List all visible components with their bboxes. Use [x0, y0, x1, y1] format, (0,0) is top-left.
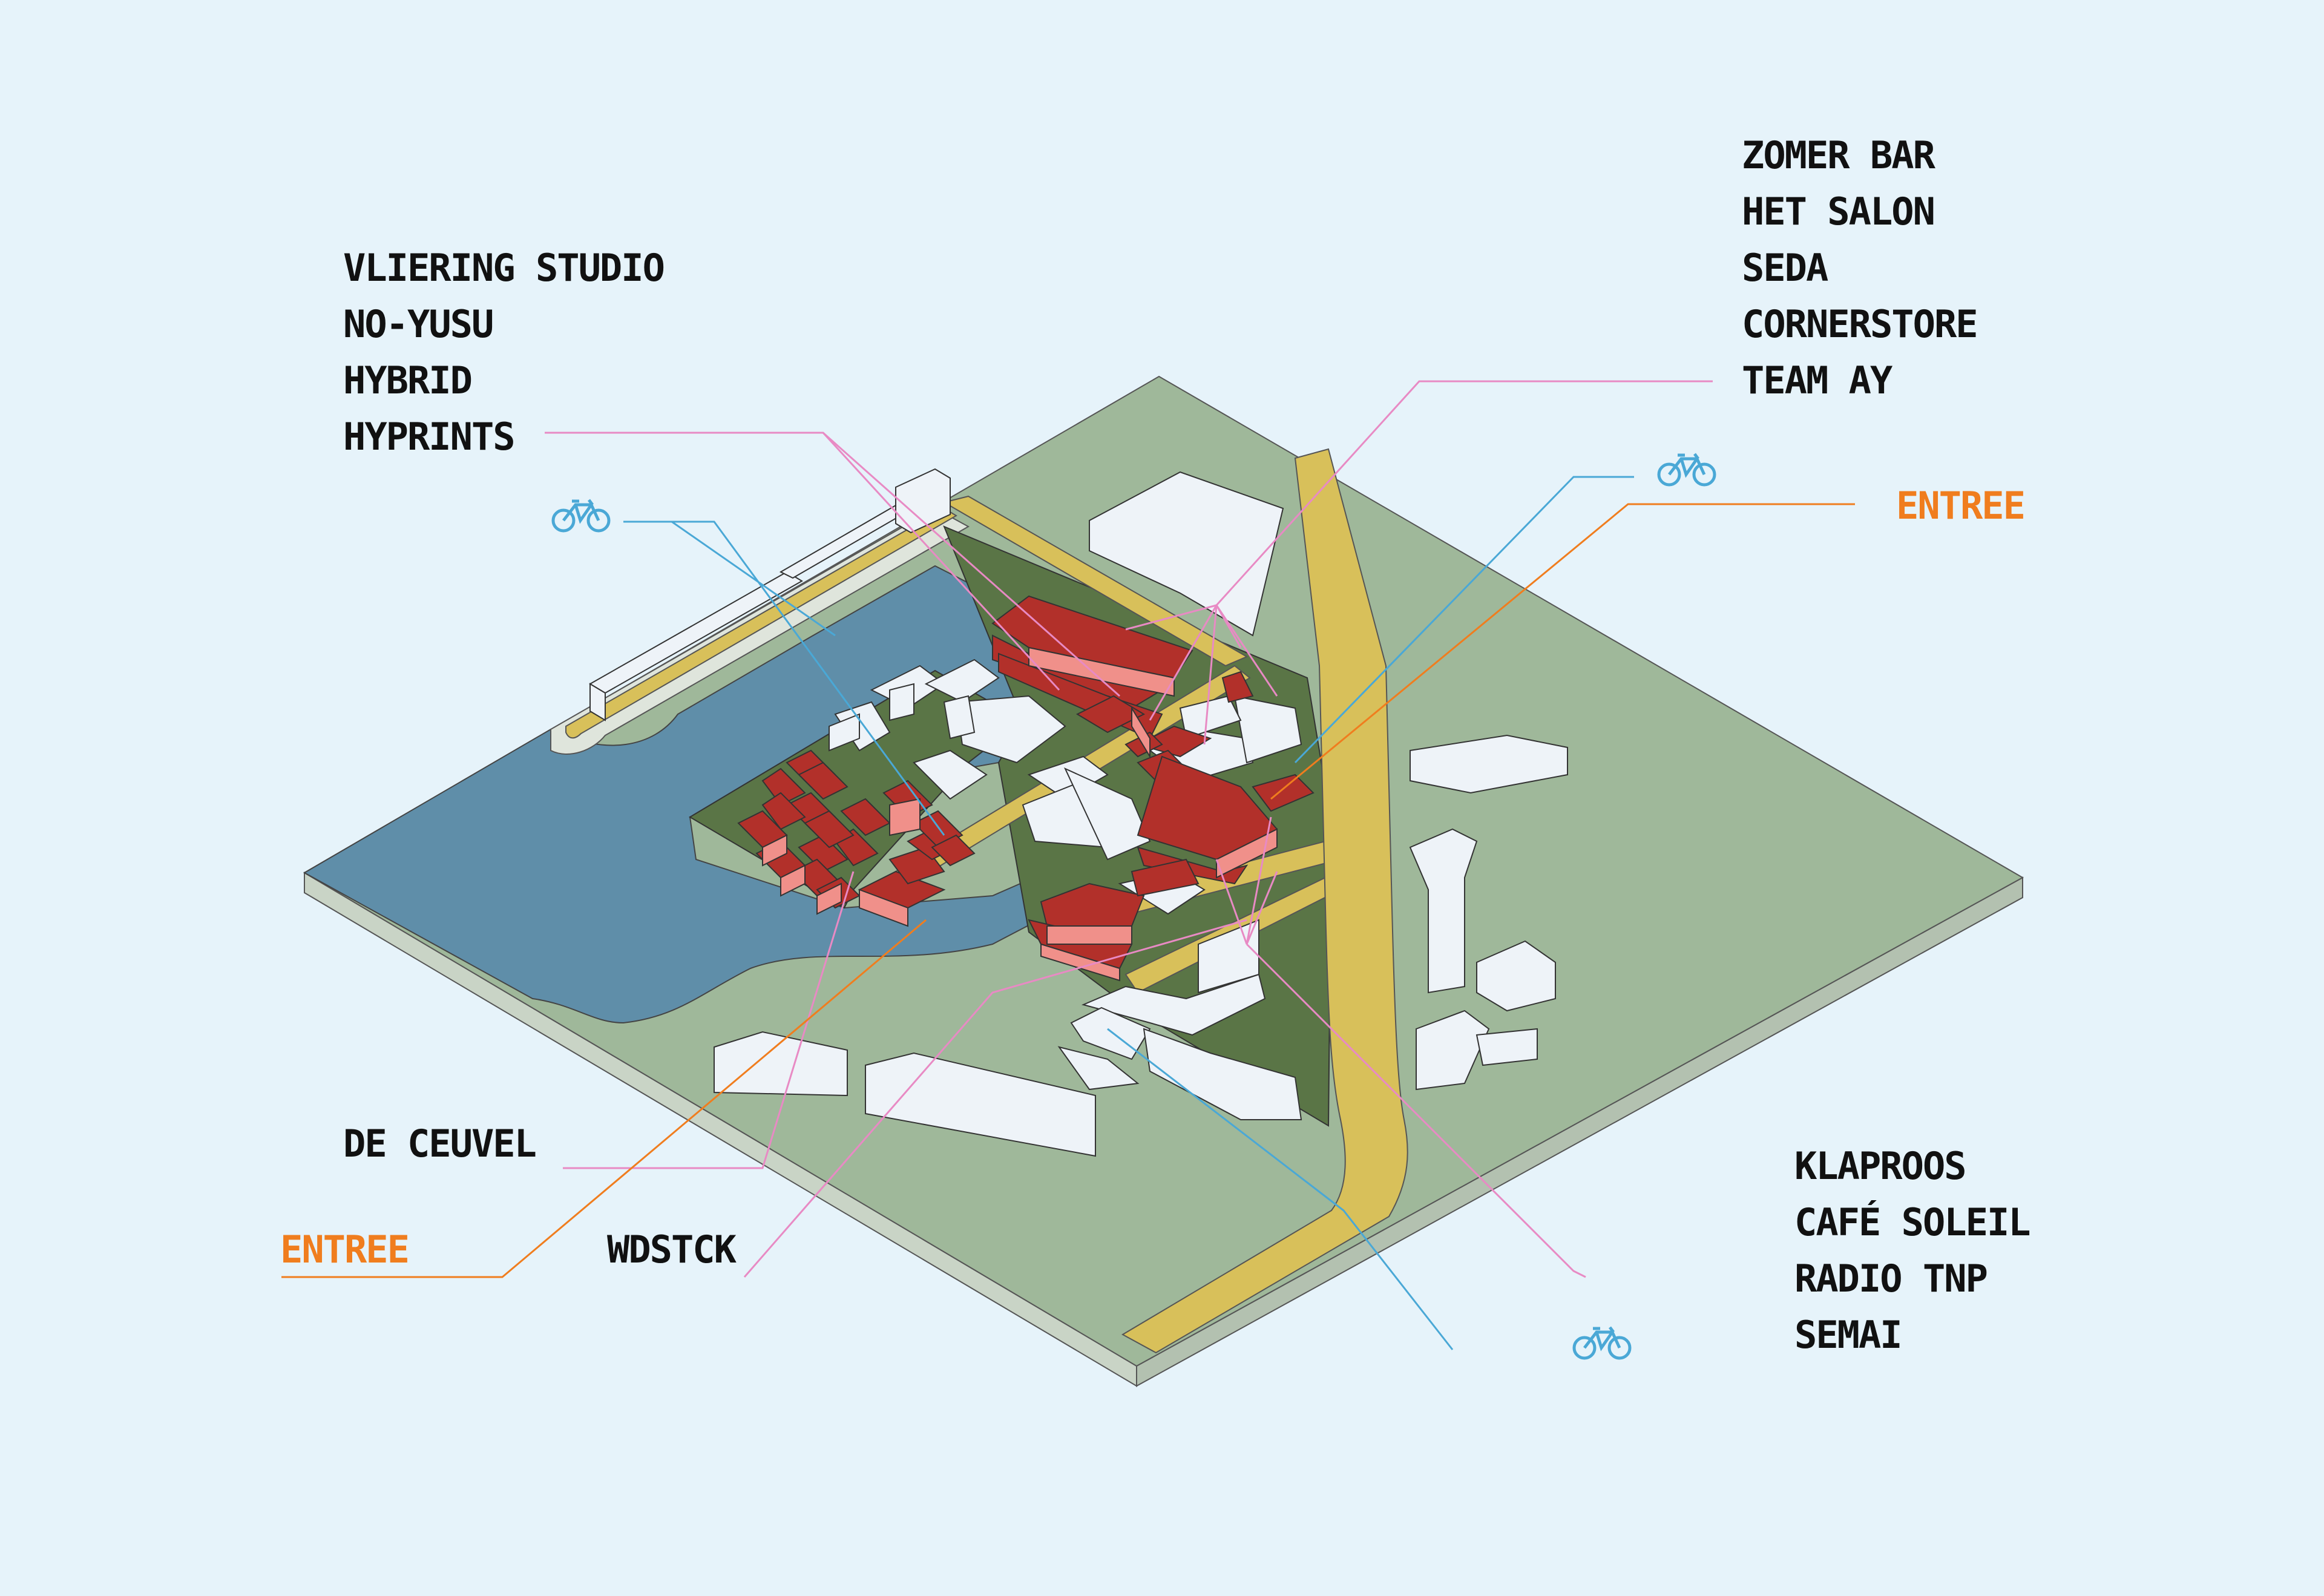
- label-zomer-bar: ZOMER BAR: [1742, 133, 1935, 177]
- label-cornerstore: CORNERSTORE: [1742, 302, 1978, 346]
- label-vliering-studio: VLIERING STUDIO: [343, 246, 665, 290]
- main-road: [1121, 448, 1408, 1354]
- leader-lines-orange: [281, 503, 1855, 1278]
- label-group-bottom-right: KLAPROOS CAFÉ SOLEIL RADIO TNP SEMAI: [1794, 1138, 2031, 1363]
- label-klaproos: KLAPROOS: [1794, 1144, 1967, 1188]
- leader-lines-blue: [623, 476, 1634, 1350]
- bicycle-icon: [1657, 453, 1716, 487]
- label-het-salon: HET SALON: [1742, 189, 1935, 234]
- label-hybrid: HYBRID: [343, 358, 473, 402]
- red-building-sides: [762, 646, 1278, 982]
- bicycle-icon: [1572, 1326, 1632, 1360]
- label-semai: SEMAI: [1794, 1313, 1903, 1357]
- label-seda: SEDA: [1742, 246, 1828, 290]
- label-team-ay: TEAM AY: [1742, 358, 1892, 402]
- label-group-top-left: VLIERING STUDIO NO-YUSU HYBRID HYPRINTS: [343, 240, 665, 465]
- label-de-ceuvel: DE CEUVEL: [343, 1121, 537, 1166]
- label-radio-tnp: RADIO TNP: [1794, 1256, 1988, 1301]
- leader-lines-pink: [545, 380, 1713, 1278]
- label-wdstck: WDSTCK: [607, 1227, 737, 1272]
- label-cafe-soleil: CAFÉ SOLEIL: [1794, 1200, 2031, 1244]
- label-no-yusu: NO-YUSU: [343, 302, 494, 346]
- bicycle-icon: [551, 499, 611, 533]
- label-group-top-right: ZOMER BAR HET SALON SEDA CORNERSTORE TEA…: [1742, 127, 1978, 409]
- label-entree-left: ENTREE: [280, 1227, 410, 1272]
- white-buildings: [589, 468, 1568, 1157]
- label-entree-right: ENTREE: [1896, 484, 2026, 528]
- quay-road: [565, 507, 957, 739]
- label-hyprints: HYPRINTS: [343, 415, 516, 459]
